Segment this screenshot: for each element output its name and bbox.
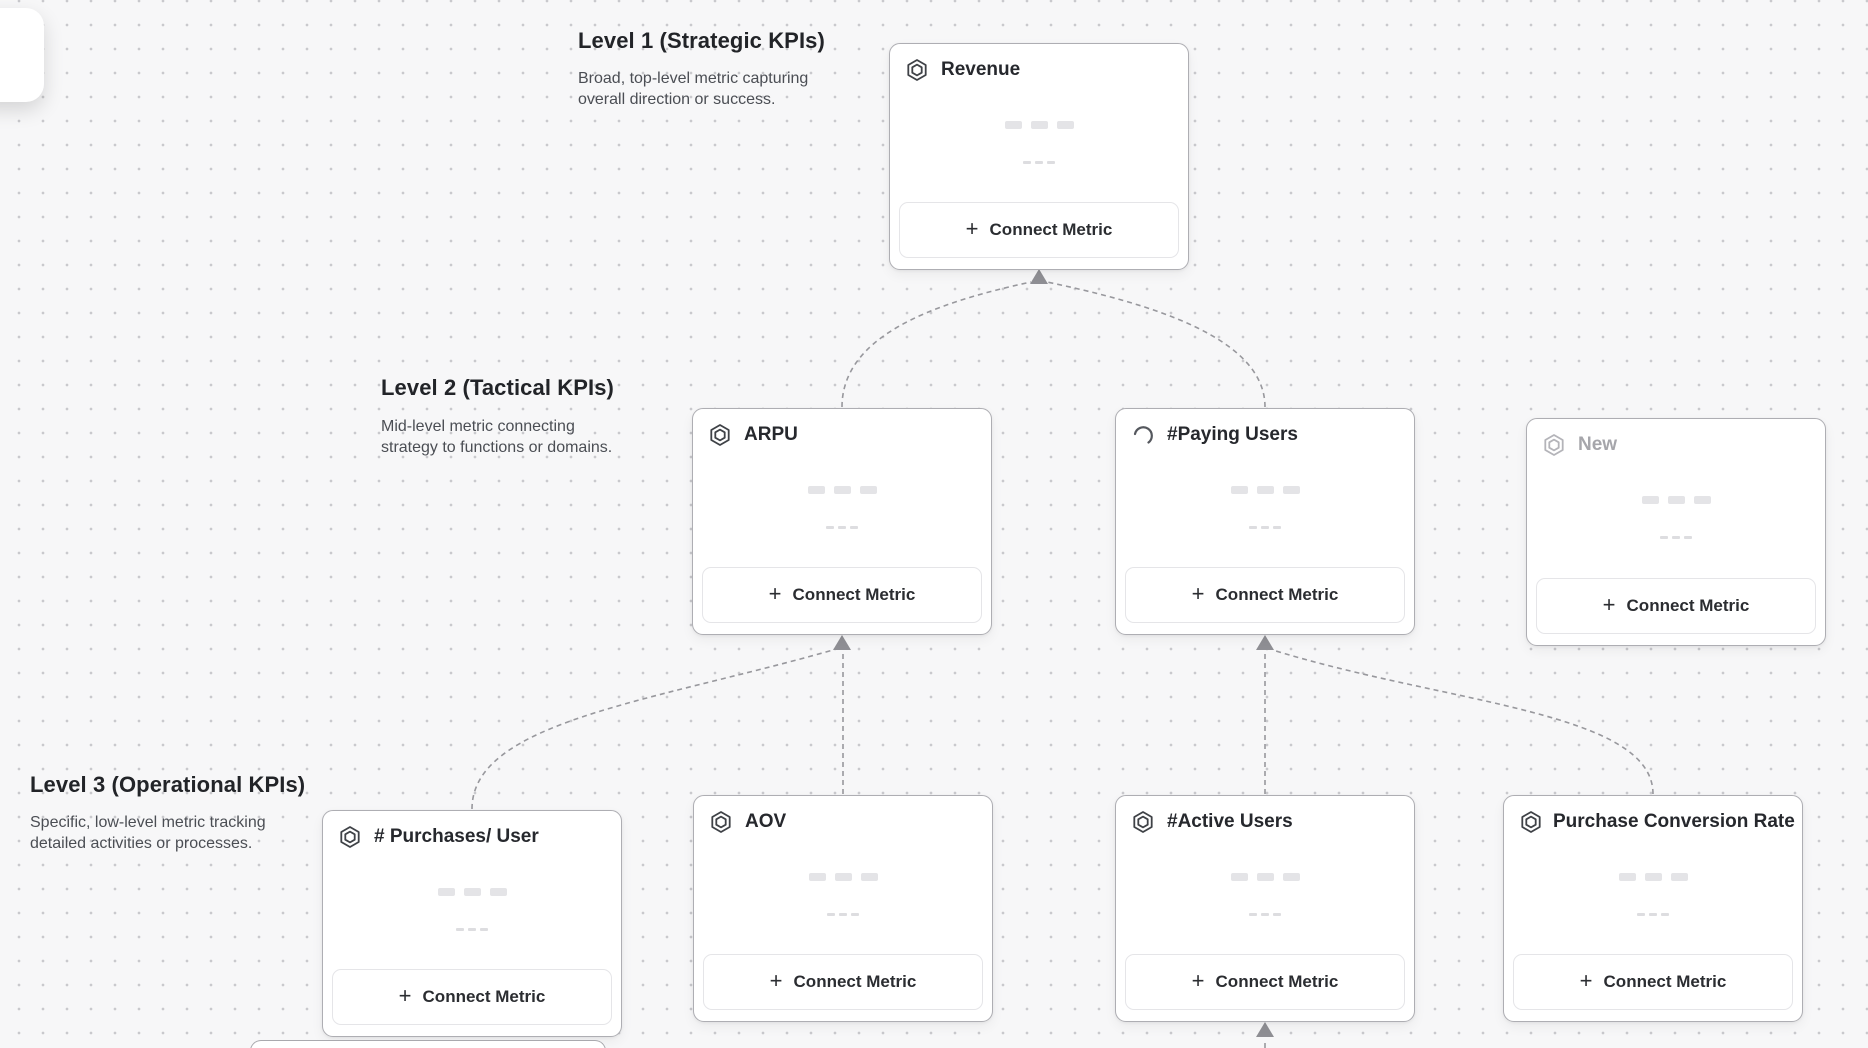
connect-metric-label: Connect Metric bbox=[1603, 972, 1727, 991]
connect-metric-button[interactable]: + Connect Metric bbox=[1125, 954, 1405, 1010]
connect-metric-button[interactable]: + Connect Metric bbox=[703, 954, 983, 1010]
metric-hexagon-icon bbox=[1131, 810, 1155, 834]
metric-hexagon-icon bbox=[338, 825, 362, 849]
metric-hexagon-icon bbox=[1542, 433, 1566, 457]
metric-hexagon-icon bbox=[905, 58, 929, 82]
metric-card-new[interactable]: New + Connect Metric bbox=[1526, 418, 1826, 646]
connect-metric-label: Connect Metric bbox=[1215, 585, 1339, 604]
edge-payingusers-to-revenue bbox=[1046, 281, 1266, 408]
card-title: #Paying Users bbox=[1167, 424, 1298, 445]
connect-metric-label: Connect Metric bbox=[793, 972, 917, 991]
metric-hexagon-icon bbox=[1519, 810, 1543, 834]
skeleton-row bbox=[1116, 526, 1414, 529]
arrowhead-into-arpu bbox=[833, 635, 851, 650]
arrowhead-into-revenue bbox=[1030, 269, 1048, 284]
skeleton-row bbox=[1116, 486, 1414, 494]
plus-icon: + bbox=[1191, 581, 1205, 606]
metric-card-partial-bottom[interactable] bbox=[250, 1040, 606, 1048]
skeleton-row bbox=[693, 486, 991, 494]
skeleton-row bbox=[693, 526, 991, 529]
plus-icon: + bbox=[398, 983, 412, 1008]
skeleton-row bbox=[1116, 873, 1414, 881]
level-3-description: Specific, low-level metric tracking deta… bbox=[30, 814, 266, 852]
skeleton-row bbox=[1527, 536, 1825, 539]
floating-toolbar-partial[interactable] bbox=[0, 8, 44, 102]
edge-arpu-to-revenue bbox=[841, 281, 1032, 408]
skeleton-row bbox=[1116, 913, 1414, 916]
metric-hexagon-icon bbox=[708, 423, 732, 447]
skeleton-row bbox=[890, 121, 1188, 129]
plus-icon: + bbox=[965, 216, 979, 241]
connect-metric-button[interactable]: + Connect Metric bbox=[702, 567, 982, 623]
skeleton-row bbox=[694, 913, 992, 916]
skeleton-row bbox=[323, 888, 621, 896]
connect-metric-label: Connect Metric bbox=[1626, 596, 1750, 615]
level-2-description: Mid-level metric connecting strategy to … bbox=[381, 418, 613, 456]
card-title: ARPU bbox=[744, 424, 798, 445]
metric-card-purchase-conversion-rate[interactable]: Purchase Conversion Rate + Connect Metri… bbox=[1503, 795, 1803, 1022]
metric-card-arpu[interactable]: ARPU + Connect Metric bbox=[692, 408, 992, 635]
skeleton-row bbox=[1504, 873, 1802, 881]
skeleton-row bbox=[1504, 913, 1802, 916]
metric-card-paying-users[interactable]: #Paying Users + Connect Metric bbox=[1115, 408, 1415, 635]
level-2-title: Level 2 (Tactical KPIs) bbox=[381, 375, 614, 400]
loading-spinner-icon bbox=[1131, 423, 1155, 447]
level-3-title: Level 3 (Operational KPIs) bbox=[30, 772, 306, 797]
metric-card-purchases-per-user[interactable]: # Purchases/ User + Connect Metric bbox=[322, 810, 622, 1037]
connect-metric-button[interactable]: + Connect Metric bbox=[899, 202, 1179, 258]
plus-icon: + bbox=[769, 968, 783, 993]
connect-metric-label: Connect Metric bbox=[989, 220, 1113, 239]
level-1-title: Level 1 (Strategic KPIs) bbox=[578, 28, 825, 53]
metric-card-active-users[interactable]: #Active Users + Connect Metric bbox=[1115, 795, 1415, 1022]
arrowhead-into-payingusers bbox=[1256, 635, 1274, 650]
card-title: AOV bbox=[745, 811, 787, 832]
metric-hexagon-icon bbox=[709, 810, 733, 834]
edge-purchases-to-arpu bbox=[471, 649, 834, 810]
plus-icon: + bbox=[768, 581, 782, 606]
connect-metric-label: Connect Metric bbox=[422, 987, 546, 1006]
level-1-description: Broad, top-level metric capturing overal… bbox=[578, 70, 809, 108]
connect-metric-label: Connect Metric bbox=[792, 585, 916, 604]
connect-metric-button[interactable]: + Connect Metric bbox=[1513, 954, 1793, 1010]
connect-metric-button[interactable]: + Connect Metric bbox=[1536, 578, 1816, 634]
connect-metric-label: Connect Metric bbox=[1215, 972, 1339, 991]
arrowhead-into-activeusers bbox=[1256, 1022, 1274, 1037]
plus-icon: + bbox=[1579, 968, 1593, 993]
skeleton-row bbox=[694, 873, 992, 881]
card-title: New bbox=[1578, 434, 1618, 455]
card-title: Revenue bbox=[941, 59, 1021, 80]
card-title: #Active Users bbox=[1167, 811, 1293, 832]
plus-icon: + bbox=[1191, 968, 1205, 993]
card-title: # Purchases/ User bbox=[374, 826, 539, 847]
connect-metric-button[interactable]: + Connect Metric bbox=[332, 969, 612, 1025]
plus-icon: + bbox=[1602, 592, 1616, 617]
skeleton-row bbox=[1527, 496, 1825, 504]
metric-card-revenue[interactable]: Revenue + Connect Metric bbox=[889, 43, 1189, 270]
metric-card-aov[interactable]: AOV + Connect Metric bbox=[693, 795, 993, 1022]
edge-pcr-to-payingusers bbox=[1275, 650, 1654, 795]
connect-metric-button[interactable]: + Connect Metric bbox=[1125, 567, 1405, 623]
skeleton-row bbox=[890, 161, 1188, 164]
skeleton-row bbox=[323, 928, 621, 931]
card-title: Purchase Conversion Rate bbox=[1553, 811, 1795, 832]
